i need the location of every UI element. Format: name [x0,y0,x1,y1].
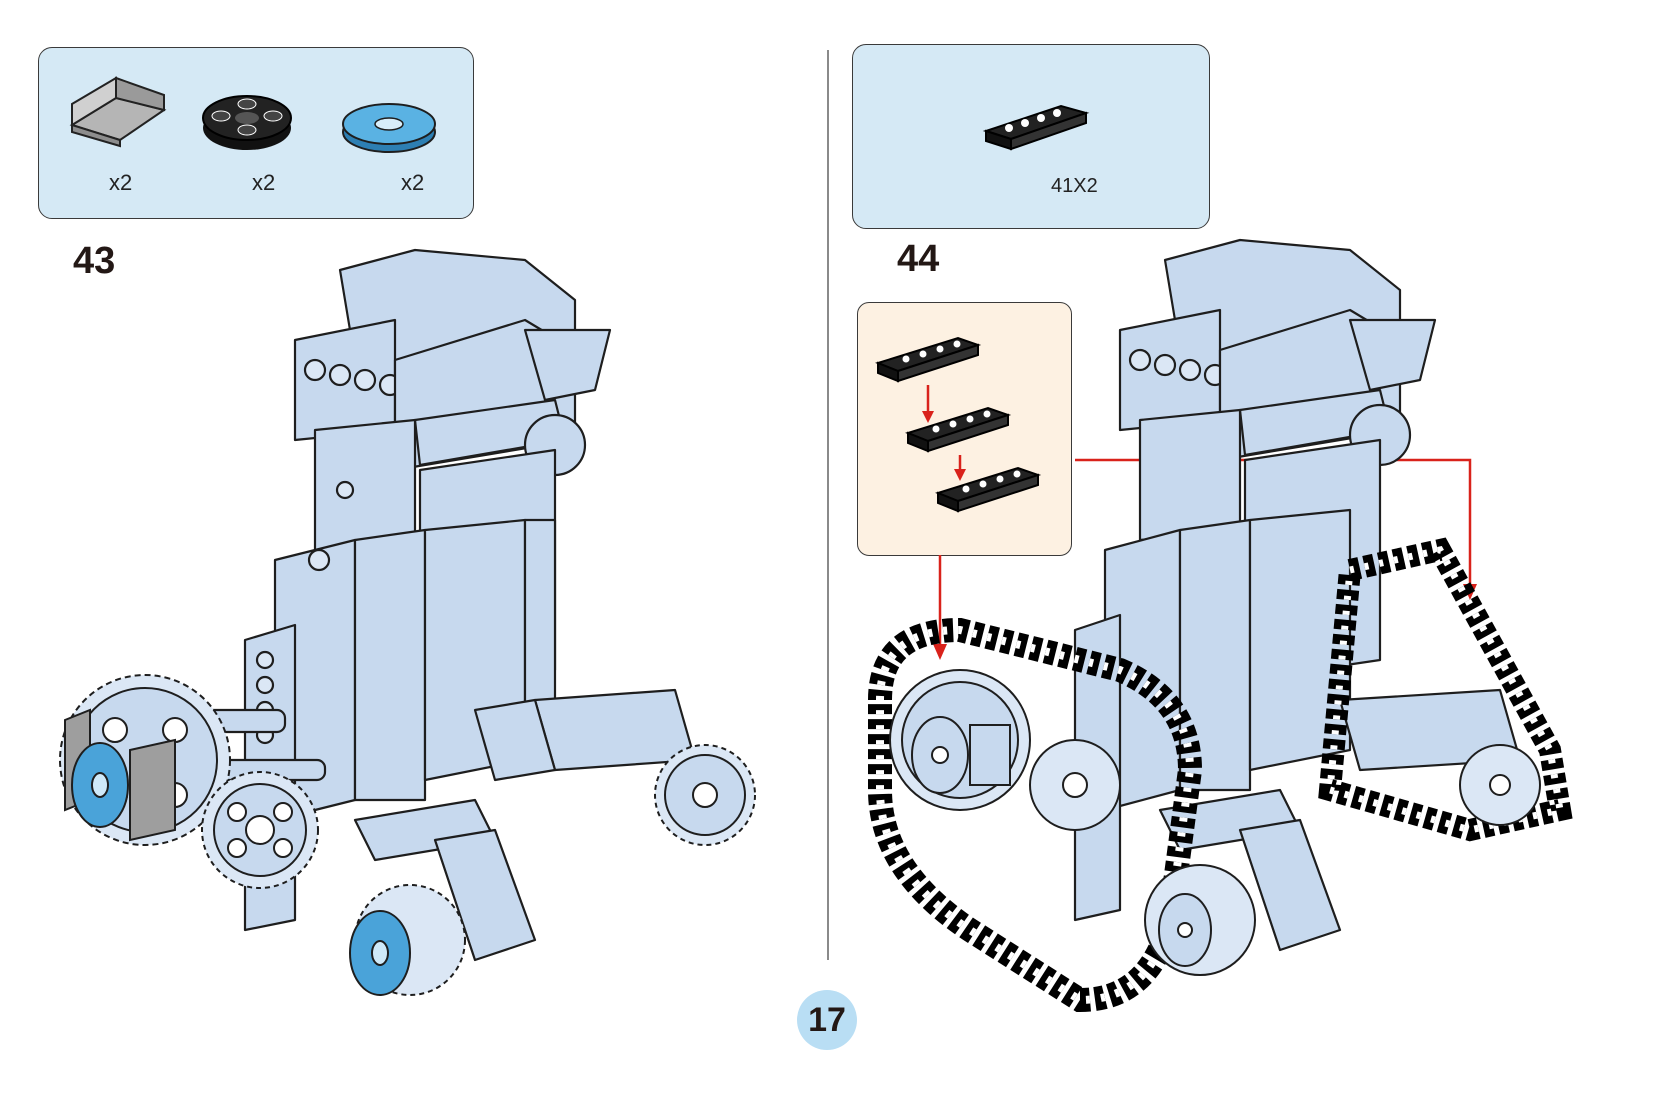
page-divider [827,50,829,960]
grey-slope-tile-icon [69,76,167,148]
model-step-44-illustration [868,238,1573,1013]
blue-round-tile-icon [342,103,436,153]
step-number-44: 44 [897,238,940,280]
parts-callout-step-44: 41X2 [852,44,1210,229]
part-qty-1: x2 [109,170,133,195]
track-subassembly-callout [857,302,1072,556]
model-step-43-illustration [59,248,756,996]
black-track-link-icon [982,104,1090,151]
page-number: 17 [808,1000,846,1039]
part-qty-track: 41X2 [1051,175,1098,197]
part-qty-2: x2 [252,170,276,195]
parts-callout-step-43: x2 x2 x2 [38,47,474,219]
part-qty-3: x2 [401,170,425,195]
page-number-badge: 17 [797,990,857,1050]
step-number-43: 43 [73,240,116,282]
black-round-plate-icon [202,95,292,150]
track-chain-diagram [875,336,1042,513]
